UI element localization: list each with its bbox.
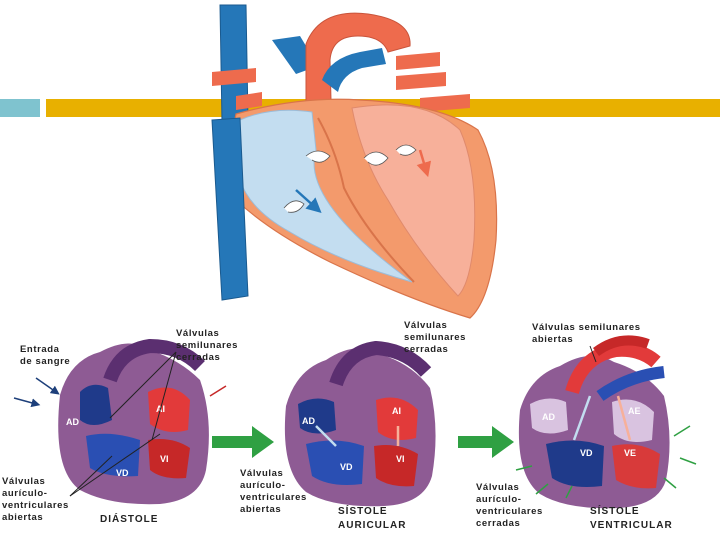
chamber-label-ae: AE — [628, 406, 641, 416]
label-p2-av-line4: abiertas — [240, 504, 281, 515]
label-p1-av-line1: Válvulas — [2, 476, 45, 487]
chamber-label-ad: AD — [542, 412, 555, 422]
label-p1-av-line4: abiertas — [2, 512, 43, 523]
chamber-label-vd: VD — [340, 462, 353, 472]
label-p3-av-line4: cerradas — [476, 518, 520, 529]
label-p3-av-line3: ventriculares — [476, 506, 543, 517]
label-p1-semilunares-line1: Válvulas — [176, 328, 219, 339]
label-entrada-line2: de sangre — [20, 356, 70, 367]
label-p2-av-line2: aurículo- — [240, 480, 286, 491]
label-p2-av-line1: Válvulas — [240, 468, 283, 479]
chamber-label-vd: VD — [580, 448, 593, 458]
chamber-label-ai: AI — [392, 406, 401, 416]
label-phase-sistole-auricular-line1: SÍSTOLE — [338, 504, 388, 517]
panel-sistole-auricular: AD AI VD VI — [284, 340, 436, 507]
label-entrada-line1: Entrada — [20, 344, 60, 355]
label-p1-av-line3: ventriculares — [2, 500, 69, 511]
label-p3-semilunares-line1: Válvulas semilunares — [532, 322, 641, 333]
chamber-label-ve: VE — [624, 448, 636, 458]
label-p1-semilunares-line3: cerradas — [176, 352, 220, 363]
chamber-label-vi: VI — [396, 454, 405, 464]
label-p3-av-line1: Válvulas — [476, 482, 519, 493]
label-p1-semilunares-line2: semilunares — [176, 340, 238, 351]
transition-arrow-2 — [458, 426, 514, 458]
label-p2-semilunares-line3: cerradas — [404, 344, 448, 355]
label-p1-av-line2: aurículo- — [2, 488, 48, 499]
label-phase-diastole: DIÁSTOLE — [100, 512, 158, 525]
label-p2-semilunares-line1: Válvulas — [404, 320, 447, 331]
panel-sistole-ventricular: AD AE VD VE — [515, 335, 697, 509]
label-p2-semilunares-line2: semilunares — [404, 332, 466, 343]
label-p3-semilunares-line2: abiertas — [532, 334, 573, 345]
label-phase-sistole-ventricular-line1: SÍSTOLE — [590, 504, 640, 517]
label-p2-av-line3: ventriculares — [240, 492, 307, 503]
chamber-label-ad: AD — [66, 417, 79, 427]
panel-diastole: AD AI VD VI — [13, 338, 227, 505]
label-p3-av-line2: aurículo- — [476, 494, 522, 505]
chamber-label-ad: AD — [302, 416, 315, 426]
label-phase-sistole-ventricular-line2: VENTRICULAR — [590, 520, 673, 531]
transition-arrow-1 — [212, 426, 274, 458]
chamber-label-vd: VD — [116, 468, 129, 478]
label-phase-sistole-auricular-line2: AURICULAR — [338, 520, 406, 531]
chamber-label-vi: VI — [160, 454, 169, 464]
decor-bar-blue — [0, 99, 40, 117]
top-heart-diagram — [211, 4, 498, 319]
